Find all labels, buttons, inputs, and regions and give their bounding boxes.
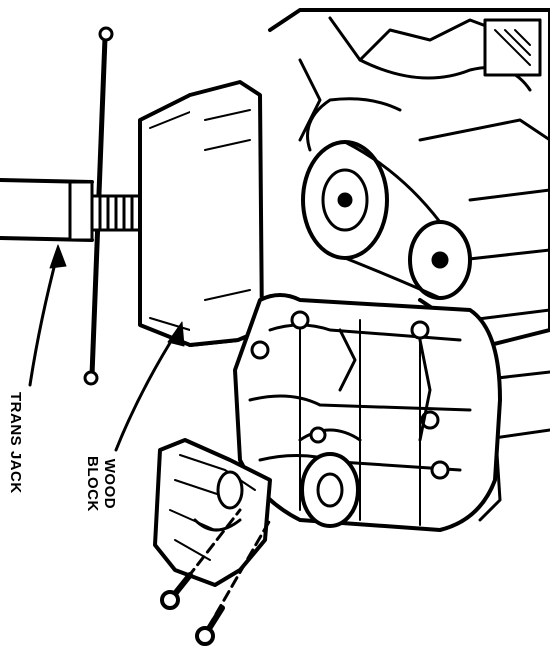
bolt-1 — [160, 572, 193, 610]
wood-block-label: WOOD BLOCK — [84, 456, 118, 512]
jack-handle-knob-top — [98, 26, 114, 42]
wood-block-label-line1: WOOD — [101, 458, 118, 510]
jack-handle-knob-bottom — [83, 370, 99, 386]
leader-wood-block — [114, 321, 185, 452]
mount-bolts — [160, 508, 272, 646]
transmission-case — [233, 293, 502, 532]
trans-jack-label: TRANS JACK — [7, 392, 24, 494]
wood-block-label-line2: BLOCK — [84, 456, 101, 512]
wood-block — [188, 80, 264, 347]
leader-trans-jack — [28, 244, 67, 387]
transmission-mount — [153, 438, 272, 587]
bolt-2 — [195, 605, 225, 646]
jack-column-end — [68, 180, 94, 242]
pulley-assembly — [301, 97, 472, 300]
engine-block — [268, 8, 550, 522]
jack-screw — [90, 194, 142, 232]
